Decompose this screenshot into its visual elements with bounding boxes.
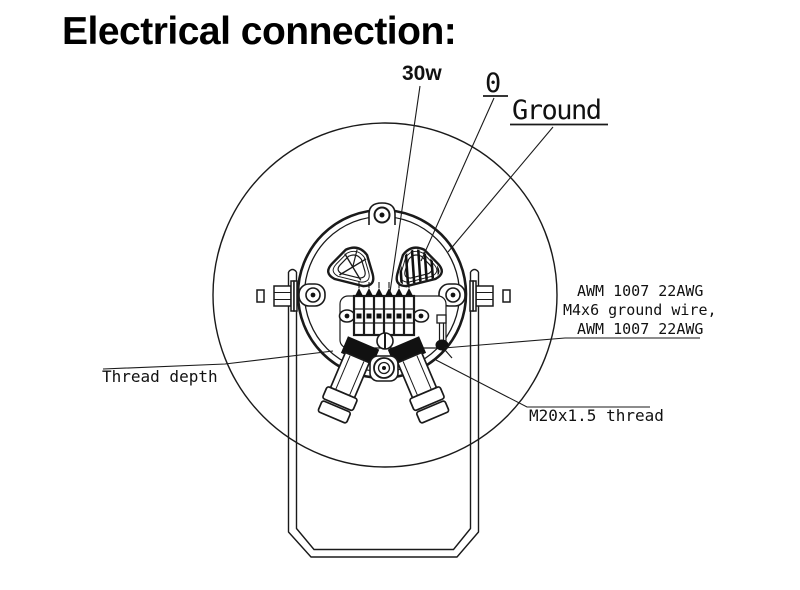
label-wire-spec-1: AWM 1007 22AWG [577, 282, 703, 300]
page-title: Electrical connection: [62, 10, 457, 53]
leader-line-30w [389, 85, 421, 293]
label-neutral: 0 [485, 68, 501, 99]
mounting-bracket [287, 268, 480, 558]
leader-line-m20-thread [435, 359, 650, 408]
cover-screw-center [376, 332, 394, 350]
leader-line-neutral [420, 97, 495, 262]
leader-line-ground [447, 126, 554, 253]
label-30w: 30w [402, 62, 442, 85]
fixture-body-outline [212, 122, 558, 468]
cover-screw-bottom [369, 355, 399, 382]
terminal-block [338, 282, 447, 349]
cover-screw-top [368, 202, 396, 225]
wire-clamp-teeth [355, 288, 413, 296]
pivot-bolt-right [469, 280, 511, 312]
label-wire-spec-2: M4x6 ground wire, [563, 301, 717, 319]
label-m20-thread: M20x1.5 thread [529, 406, 664, 425]
yoke-lug-left [298, 283, 326, 307]
leader-line-thread-depth [102, 350, 334, 370]
opening-live [325, 241, 381, 290]
pivot-bolt-left [256, 280, 298, 312]
label-ground: Ground [512, 95, 601, 126]
leader-line-wire-spec [443, 337, 700, 349]
label-thread-depth: Thread depth [102, 367, 218, 386]
label-wire-spec-3: AWM 1007 22AWG [577, 320, 703, 338]
